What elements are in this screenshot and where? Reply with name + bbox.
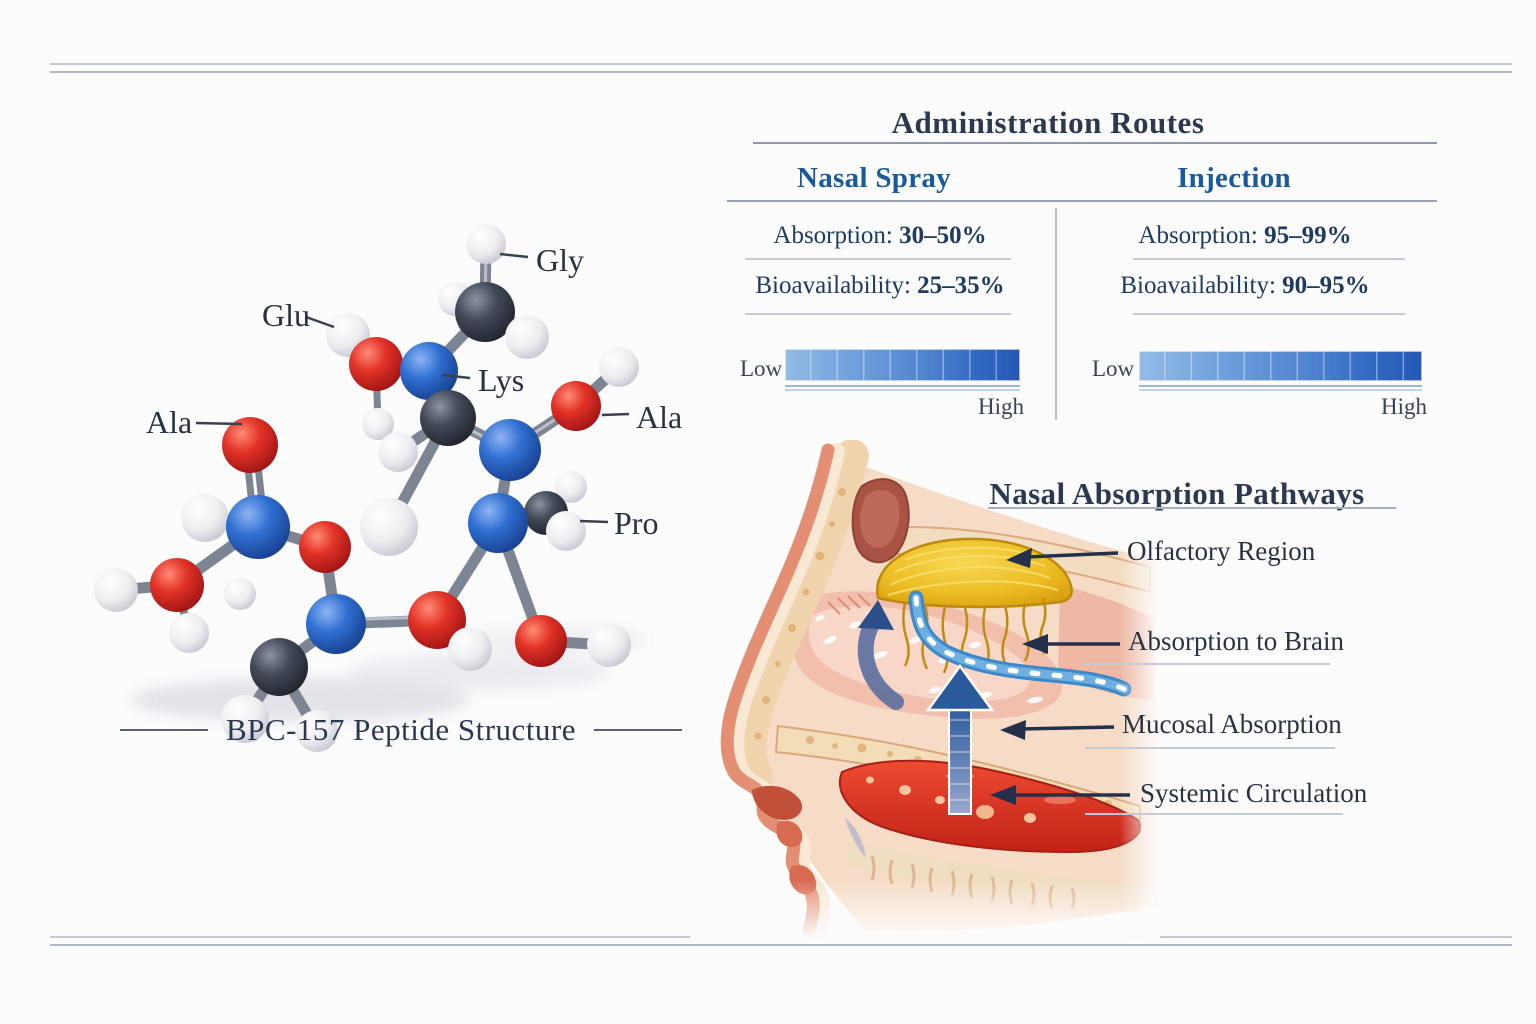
upper-lip: [776, 820, 803, 848]
nasal-bar-underline-2: [785, 389, 1020, 391]
injection-absorption-value: 95–99%: [1264, 222, 1352, 249]
nasal-absorption-label: Absorption:: [773, 222, 900, 249]
admin-title-underline: [753, 142, 1437, 144]
curved-flow-arrow: [857, 616, 904, 710]
label-arrows: [1010, 551, 1130, 797]
injection-row-divider-1: [1133, 258, 1405, 260]
caption-left-dash: [119, 729, 208, 731]
top-rule-2: [50, 71, 1512, 73]
olfactory-fibers: [902, 597, 1047, 675]
nasal-anatomy-illustration: [690, 440, 1160, 940]
injection-bioavailability-row: Bioavailability: 90–95%: [1120, 272, 1369, 300]
mucosal-tube-inner: [911, 593, 1129, 694]
nasal-bioavailability-row: Bioavailability: 25–35%: [755, 272, 1004, 300]
main-flow-arrowhead: [925, 663, 995, 712]
nasal-row-divider-2: [745, 313, 1011, 315]
molecule-label-gly: Gly: [536, 242, 584, 278]
pathway-label-mucosal: Mucosal Absorption: [1122, 709, 1342, 739]
molecule-label-ala-right: Ala: [636, 399, 682, 435]
nasal-scale-low: Low: [740, 356, 783, 381]
injection-scale-high: High: [1381, 394, 1427, 419]
caption-right-dash: [594, 729, 683, 731]
profile-bone-speckles: [754, 488, 846, 740]
molecule-caption: BPC-157 Peptide Structure: [119, 712, 683, 748]
pathway-label-olfactory: Olfactory Region: [1127, 536, 1316, 566]
injection-bar-underline-2: [1139, 389, 1422, 391]
curved-flow-arrowhead: [858, 600, 894, 630]
column-header-injection: Injection: [1177, 162, 1291, 194]
pathway-underline-brain: [1085, 663, 1330, 665]
column-header-nasal-spray: Nasal Spray: [797, 162, 951, 194]
injection-absorption-label: Absorption:: [1138, 222, 1265, 249]
pathways-title: Nasal Absorption Pathways: [989, 476, 1365, 511]
pathway-label-brain: Absorption to Brain: [1128, 626, 1344, 656]
bottom-rule-2: [50, 944, 1512, 946]
injection-scale-low: Low: [1092, 356, 1135, 381]
spray-droplets: [815, 608, 1043, 704]
nasal-gradient-segments: [785, 349, 1020, 381]
palate-shadow: [845, 818, 866, 858]
molecule-illustration: Gly Glu Lys Ala Ala Pro: [94, 224, 682, 752]
right-fade: [1120, 440, 1160, 940]
nasal-bioavailability-value: 25–35%: [917, 272, 1005, 299]
molecule-atoms: [94, 224, 639, 752]
molecule-label-lys: Lys: [478, 362, 524, 398]
molecule-caption-text: BPC-157 Peptide Structure: [225, 712, 577, 747]
nasal-bar-underline-1: [785, 385, 1020, 387]
pathway-label-systemic: Systemic Circulation: [1140, 778, 1368, 808]
frontal-sinus-highlight: [860, 489, 900, 548]
pathway-underline-mucosal: [1085, 747, 1335, 749]
molecule-label-lines: [195, 252, 630, 524]
injection-bar-underline-1: [1139, 385, 1422, 387]
molecule-label-glu: Glu: [262, 297, 310, 333]
admin-routes-title: Administration Routes: [891, 105, 1205, 140]
injection-bioavailability-value: 90–95%: [1282, 272, 1370, 299]
pathways-title-underline: [988, 507, 1396, 509]
nasal-scale-high: High: [978, 394, 1024, 419]
nostril-fold: [752, 785, 803, 820]
nasal-absorption-row: Absorption: 30–50%: [773, 222, 986, 250]
pathway-underline-systemic: [1085, 813, 1343, 815]
top-rule-1: [50, 63, 1512, 65]
label-arrowheads: [990, 548, 1048, 805]
injection-bioavailability-label: Bioavailability:: [1120, 272, 1283, 299]
injection-row-divider-2: [1133, 313, 1405, 315]
nasal-gradient-bar: [785, 349, 1020, 381]
injection-gradient-bar: [1139, 351, 1422, 381]
injection-absorption-row: Absorption: 95–99%: [1138, 222, 1351, 250]
molecule-label-pro: Pro: [614, 505, 658, 541]
admin-header-underline: [727, 200, 1437, 202]
column-divider: [1055, 208, 1057, 420]
nasal-bioavailability-label: Bioavailability:: [755, 272, 918, 299]
nasal-row-divider-1: [745, 258, 1011, 260]
bottom-fade: [690, 880, 1160, 940]
nasal-absorption-value: 30–50%: [899, 222, 987, 249]
molecule-label-ala-left: Ala: [146, 404, 192, 440]
main-flow-arrow-bands: [950, 719, 970, 801]
injection-gradient-segments: [1139, 351, 1422, 381]
